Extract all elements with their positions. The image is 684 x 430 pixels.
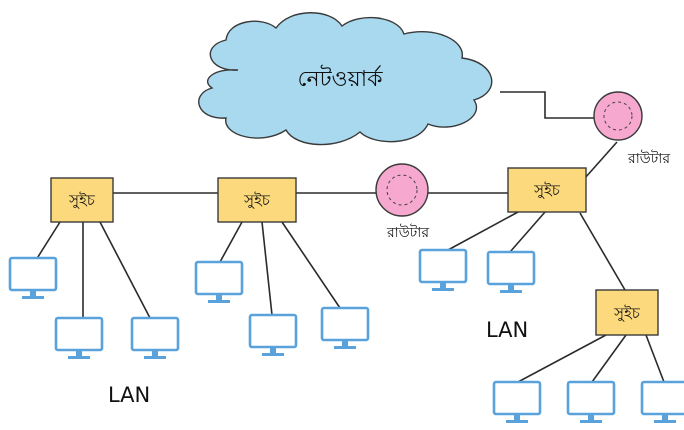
computer-monitor-icon xyxy=(640,380,684,423)
monitor-stand xyxy=(588,415,594,421)
switch-monitor-link xyxy=(261,221,273,316)
switch-node: সুইচ xyxy=(507,167,587,213)
switch-box xyxy=(217,177,297,223)
cloud-label: নেটওয়ার্ক xyxy=(298,65,384,92)
monitors xyxy=(8,248,684,423)
monitor-screen xyxy=(320,306,370,342)
cloud-shape xyxy=(198,12,493,146)
switch-monitor-link xyxy=(99,221,151,319)
switch-label: সুইচ xyxy=(68,191,96,209)
router-node: রাউটার xyxy=(593,91,670,167)
monitor-stand xyxy=(216,295,222,301)
monitor-base xyxy=(22,296,44,299)
router-icon xyxy=(375,163,429,217)
monitor-base xyxy=(654,420,676,423)
network-cloud: নেটওয়ার্ক xyxy=(198,12,493,146)
switch-box xyxy=(50,177,114,223)
router-switch-link xyxy=(584,141,618,179)
router-label: রাউটার xyxy=(627,150,670,167)
monitor-screen xyxy=(418,248,468,284)
monitor-base xyxy=(506,420,528,423)
monitor-base xyxy=(262,353,284,356)
router-icon xyxy=(593,91,643,141)
connections xyxy=(35,91,665,383)
computer-monitor-icon xyxy=(8,256,58,299)
switch-monitor-link xyxy=(35,221,61,261)
monitor-base xyxy=(208,300,230,303)
switch-monitor-link xyxy=(281,221,341,309)
monitor-base xyxy=(580,420,602,423)
computer-monitor-icon xyxy=(566,380,616,423)
switch-node: সুইচ xyxy=(217,177,297,223)
router-inner-ring xyxy=(386,174,418,206)
monitor-stand xyxy=(514,415,520,421)
computer-monitor-icon xyxy=(486,250,536,293)
computer-monitor-icon xyxy=(492,380,542,423)
monitor-screen xyxy=(194,260,244,296)
monitor-base xyxy=(500,290,522,293)
cloud-router-link xyxy=(500,91,598,119)
monitor-screen xyxy=(248,313,298,349)
monitor-base xyxy=(144,356,166,359)
computer-monitor-icon xyxy=(194,260,244,303)
monitor-stand xyxy=(342,341,348,347)
switch-switch-link xyxy=(579,212,626,291)
computer-monitor-icon xyxy=(248,313,298,356)
switch-label: সুইচ xyxy=(243,191,271,209)
switch-monitor-link xyxy=(517,334,607,383)
monitor-screen xyxy=(130,316,180,352)
router-label: রাউটার xyxy=(386,224,429,241)
monitor-stand xyxy=(440,283,446,289)
switch-label: সুইচ xyxy=(613,304,641,322)
switch-node: সুইচ xyxy=(50,177,114,223)
monitor-stand xyxy=(30,291,36,297)
monitor-base xyxy=(68,356,90,359)
monitor-screen xyxy=(486,250,536,286)
switch-node: সুইচ xyxy=(595,289,659,336)
switch-monitor-link xyxy=(509,211,546,253)
monitor-stand xyxy=(152,351,158,357)
monitor-screen xyxy=(54,316,104,352)
switch-monitor-link xyxy=(219,221,243,263)
computer-monitor-icon xyxy=(130,316,180,359)
router-inner-ring xyxy=(603,101,633,131)
lan-label: LAN xyxy=(108,383,150,407)
monitor-screen xyxy=(8,256,58,292)
lan-label: LAN xyxy=(486,318,528,342)
monitor-stand xyxy=(662,415,668,421)
monitor-base xyxy=(432,288,454,291)
computer-monitor-icon xyxy=(320,306,370,349)
monitor-stand xyxy=(270,348,276,354)
switch-box xyxy=(595,289,659,336)
switch-box xyxy=(507,167,587,213)
monitor-screen xyxy=(492,380,542,416)
switch-monitor-link xyxy=(591,334,627,383)
router-node: রাউটার xyxy=(375,163,429,241)
monitor-stand xyxy=(508,285,514,291)
monitor-stand xyxy=(76,351,82,357)
monitor-screen xyxy=(640,380,684,416)
switch-monitor-link xyxy=(447,211,519,251)
switch-label: সুইচ xyxy=(533,181,561,199)
monitor-screen xyxy=(566,380,616,416)
computer-monitor-icon xyxy=(54,316,104,359)
monitor-base xyxy=(334,346,356,349)
computer-monitor-icon xyxy=(418,248,468,291)
switch-monitor-link xyxy=(645,334,665,383)
